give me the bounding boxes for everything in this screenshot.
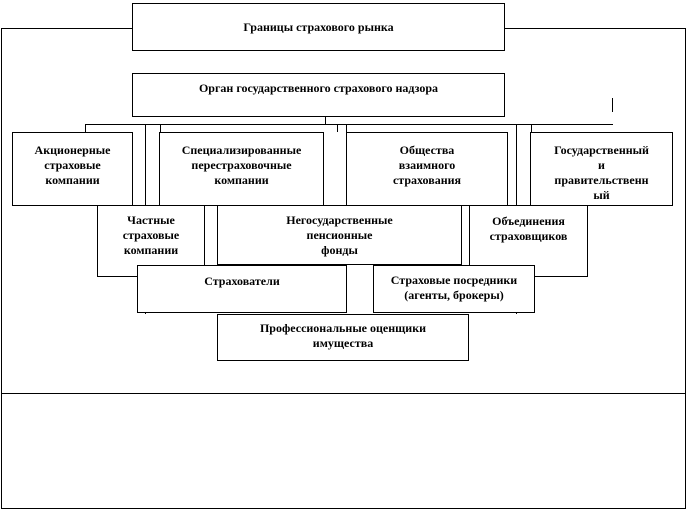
connector-drop-5: [346, 124, 347, 132]
private-insurance-companies-text: Частные страховые компании: [122, 213, 180, 257]
box-joint-stock-companies: Акционерные страховые компании: [12, 132, 133, 206]
box-insurance-intermediaries: Страховые посредники (агенты, брокеры): [373, 265, 535, 313]
non-state-pension-funds-text: Негосударственные пенсионные фонды: [286, 213, 393, 257]
box-mutual-insurance-societies: Общества взаимного страхования: [346, 132, 508, 206]
box-reinsurance-companies: Специализированные перестраховочные комп…: [159, 132, 324, 206]
connector-drop-1: [85, 124, 86, 132]
insurance-intermediaries-text: Страховые посредники (агенты, брокеры): [390, 273, 518, 302]
supervisor-text: Орган государственного страхового надзор…: [198, 81, 439, 95]
connector-drop-4: [337, 124, 338, 132]
box-property-appraisers: Профессиональные оценщики имущества: [217, 314, 469, 361]
lower-divider-line: [1, 393, 686, 394]
insurer-associations-text: Объединения страховщиков: [489, 214, 568, 243]
box-policyholders: Страхователи: [137, 265, 347, 313]
supervisor-box: Орган государственного страхового надзор…: [132, 73, 505, 117]
mutual-insurance-societies-text: Общества взаимного страхования: [392, 143, 462, 187]
box-state-insurance: Государственный и правительственн ый: [530, 132, 673, 206]
connector-drop-7: [531, 124, 532, 132]
connector-drop-3: [160, 124, 161, 132]
box-non-state-pension-funds: Негосударственные пенсионные фонды: [217, 205, 462, 265]
market-boundaries-title-text: Границы страхового рынка: [243, 19, 394, 34]
reinsurance-companies-text: Специализированные перестраховочные комп…: [181, 143, 302, 187]
joint-stock-companies-text: Акционерные страховые компании: [34, 143, 111, 187]
policyholders-text: Страхователи: [204, 274, 280, 288]
property-appraisers-text: Профессиональные оценщики имущества: [259, 321, 427, 350]
connector-tick-2: [612, 98, 613, 112]
state-insurance-text: Государственный и правительственн ый: [554, 143, 649, 202]
market-boundaries-title: Границы страхового рынка: [132, 3, 505, 51]
connector-supervisor-down: [325, 117, 326, 125]
connector-horizontal-bus: [85, 124, 613, 125]
